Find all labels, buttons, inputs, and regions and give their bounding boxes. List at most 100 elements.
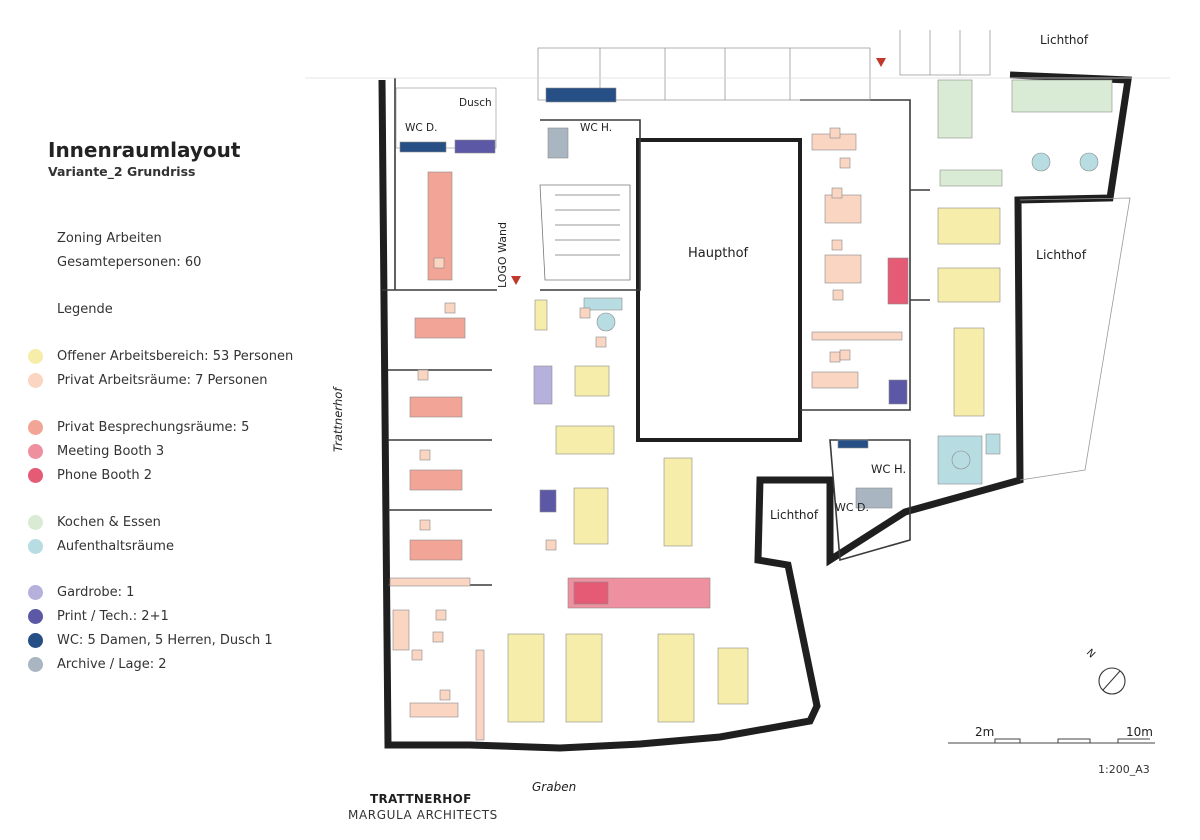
- chair: [839, 349, 851, 361]
- dining-counter: [939, 169, 1003, 187]
- scale-bar-right-label: 10m: [1126, 725, 1153, 739]
- lounge-sofa: [583, 297, 623, 311]
- scale-bar: 2m 10m: [948, 725, 1155, 744]
- wc-h-lower-label: WC H.: [871, 462, 906, 476]
- chair: [831, 239, 843, 251]
- north-annex: [537, 47, 871, 101]
- furniture-layer: [411, 58, 1099, 701]
- open-desk-cluster: [573, 487, 609, 545]
- legend-item: Print / Tech.: 2+1: [28, 607, 169, 625]
- legend-swatch: [28, 538, 43, 554]
- private-desk: [409, 702, 459, 718]
- round-table: [951, 450, 971, 470]
- street-south-label: Graben: [532, 780, 576, 794]
- legend-swatch: [28, 656, 43, 672]
- legend-label: Phone Booth 2: [57, 467, 152, 483]
- legend-item: Privat Besprechungsräume: 5: [28, 418, 249, 436]
- chair: [433, 257, 445, 269]
- legend-item: WC: 5 Damen, 5 Herren, Dusch 1: [28, 631, 273, 649]
- legend-item: Aufenthaltsräume: [28, 537, 174, 555]
- legend-item: Meeting Booth 3: [28, 442, 164, 460]
- page-title: Innenraumlayout: [48, 138, 241, 162]
- stairwell: [539, 184, 631, 281]
- chair: [419, 519, 431, 531]
- chair: [829, 351, 841, 363]
- legend-label: Kochen & Essen: [57, 514, 161, 530]
- legend-label: Offener Arbeitsbereich: 53 Personen: [57, 348, 294, 364]
- total-persons: Gesamtepersonen: 60: [57, 255, 202, 270]
- chair: [435, 609, 447, 621]
- chair: [839, 157, 851, 169]
- chair: [829, 127, 841, 139]
- west-room-walls: [382, 78, 497, 586]
- chair: [419, 449, 431, 461]
- legend-swatch: [28, 467, 43, 483]
- legend-label: Privat Besprechungsräume: 5: [57, 419, 250, 435]
- open-desk-cluster: [663, 457, 693, 547]
- wc-h-top-label: WC H.: [580, 122, 612, 134]
- haupthof-label: Haupthof: [688, 246, 749, 261]
- north-arrow: N: [1084, 647, 1126, 695]
- chair: [595, 336, 607, 348]
- logo-wall-label: LOGO Wand: [496, 222, 509, 288]
- kitchen-counter: [937, 79, 973, 139]
- print-unit: [539, 489, 557, 513]
- wc-d-top-label: WC D.: [405, 122, 437, 134]
- lichthof-small-label: Lichthof: [770, 508, 819, 522]
- meeting-table: [409, 396, 463, 418]
- legend-item: Gardrobe: 1: [28, 583, 134, 601]
- legend-item: Privat Arbeitsräume: 7 Personen: [28, 371, 267, 389]
- scale-note: 1:200_A3: [1098, 763, 1150, 776]
- open-desk-cluster: [953, 327, 985, 417]
- phone-booth: [573, 581, 609, 605]
- north-arrow-circle: [1098, 667, 1126, 695]
- open-desk-cluster: [937, 207, 1001, 245]
- building-walls: [305, 30, 1170, 752]
- private-desk: [392, 609, 410, 651]
- legend-swatch: [28, 443, 43, 459]
- footer-project: TRATTNERHOF: [370, 792, 472, 806]
- open-desk-cluster: [657, 633, 695, 723]
- chair: [411, 649, 423, 661]
- open-desk-cluster: [937, 267, 1001, 303]
- open-desk-cluster: [507, 633, 545, 723]
- entrance-marker: [876, 58, 886, 67]
- chair: [439, 689, 451, 701]
- archive-unit: [547, 127, 569, 159]
- private-desk: [824, 194, 862, 224]
- zoning-label: Zoning Arbeiten: [57, 231, 162, 246]
- open-desk-cluster: [555, 425, 615, 455]
- private-shelf: [475, 649, 485, 741]
- legend-label: Gardrobe: 1: [57, 584, 135, 600]
- lichthof-right-label: Lichthof: [1036, 247, 1087, 262]
- legend-item: Archive / Lage: 2: [28, 655, 167, 673]
- meeting-table: [409, 469, 463, 491]
- private-shelf: [389, 577, 471, 587]
- legend-label: WC: 5 Damen, 5 Herren, Dusch 1: [57, 632, 273, 648]
- print-tech-unit: [454, 139, 496, 154]
- private-desk: [811, 371, 859, 389]
- legend-swatch: [28, 584, 43, 600]
- lounge-chair: [985, 433, 1001, 455]
- page-subtitle: Variante_2 Grundriss: [48, 164, 196, 179]
- wc-fixture: [837, 439, 869, 449]
- open-desk-cluster: [565, 633, 603, 723]
- legend-swatch: [28, 372, 43, 388]
- dusch-label: Dusch: [459, 97, 492, 109]
- legend-swatch: [28, 514, 43, 530]
- zone-fills: [389, 79, 1113, 741]
- legend-label: Meeting Booth 3: [57, 443, 165, 459]
- north-stair: [899, 30, 991, 76]
- entrance-marker: [511, 276, 521, 285]
- lower-wc-walls: [829, 439, 911, 562]
- legend-heading: Legende: [57, 302, 113, 317]
- print-unit: [888, 379, 908, 405]
- open-desk: [534, 299, 548, 331]
- scale-bar-left-label: 2m: [975, 725, 994, 739]
- open-desk-cluster: [574, 365, 610, 397]
- chair: [831, 187, 843, 199]
- private-shelf: [811, 331, 903, 341]
- chair: [432, 631, 444, 643]
- round-table: [596, 312, 616, 332]
